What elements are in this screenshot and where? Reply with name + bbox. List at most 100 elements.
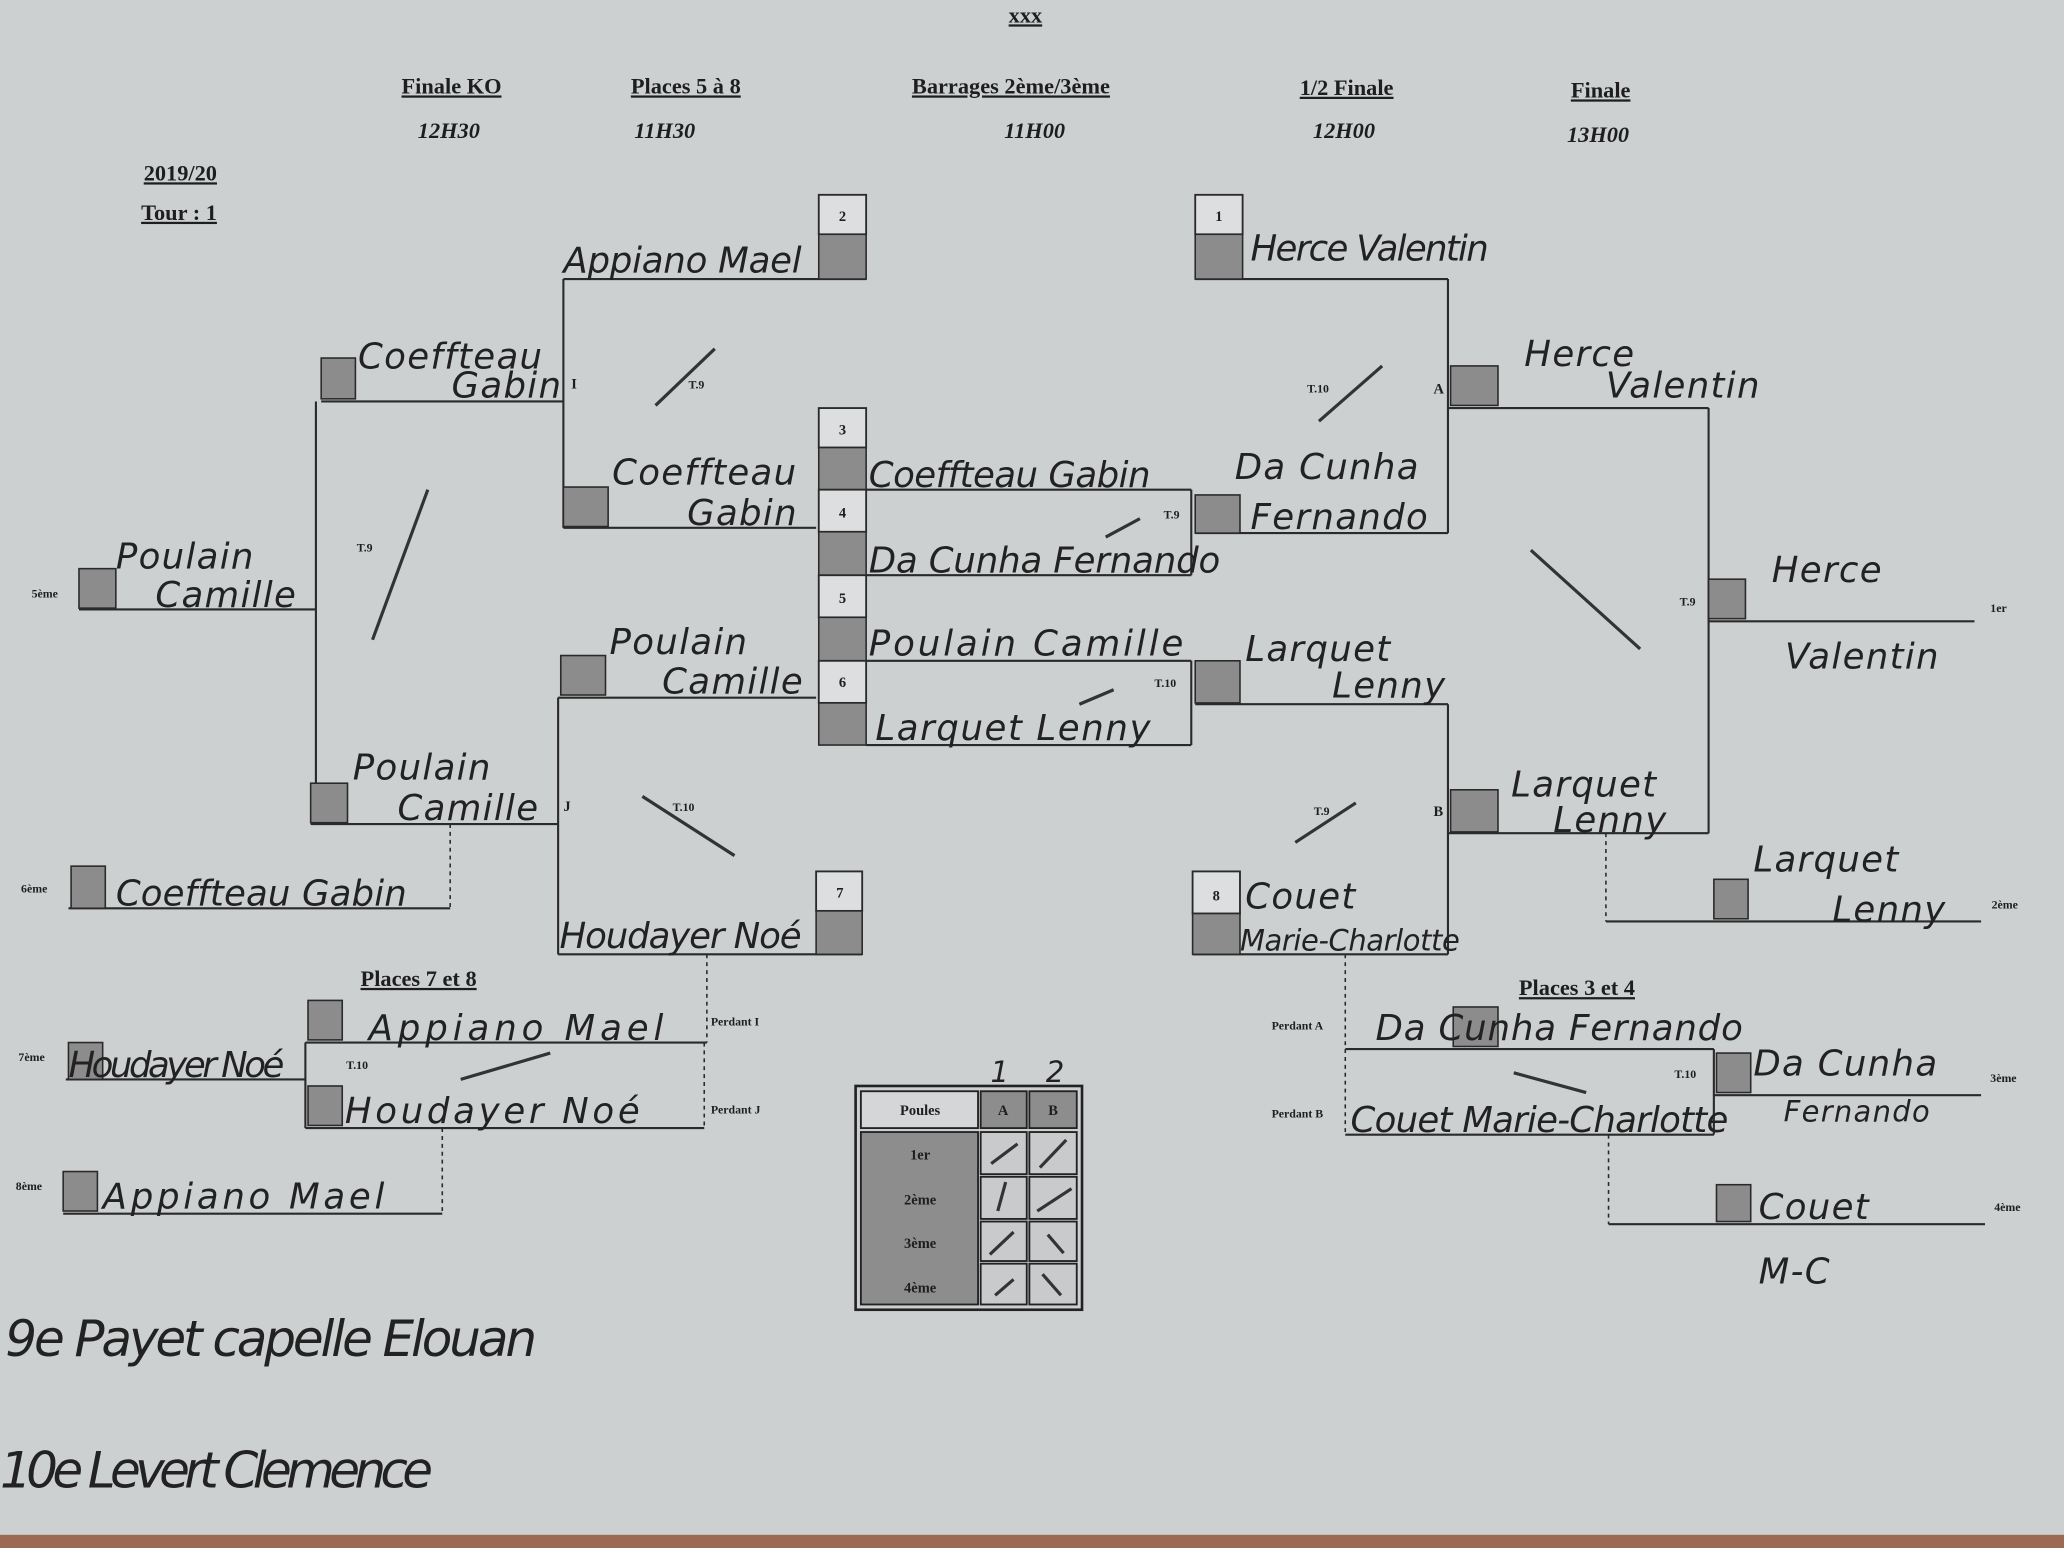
player-name: Houdayer Noé [345,1091,641,1132]
place-label: 6ème [21,881,47,895]
ninth-place-note: 9e Payet capelle Elouan [5,1310,538,1368]
slot-number: 1 [1215,209,1222,225]
player-name: Poulain [116,537,255,578]
left-bracket-lines [63,278,1193,1215]
player-name: Poulain [353,747,492,788]
table-label: T.9 [1314,804,1330,818]
column-time: 11H00 [1004,118,1065,143]
player-name: Houdayer Noé [559,916,803,957]
slot-box-4: 4 [817,488,868,577]
slot-number: 5 [839,591,846,607]
poule-rank: 1er [910,1148,931,1164]
sheet-title: xxx [1009,2,1043,27]
player-name: Gabin [452,366,563,407]
column-header: Places 5 à 8 [631,73,741,98]
player-name: Larquet Lenny [875,708,1151,749]
loser-label: Perdant I [711,1014,760,1028]
round: Tour : 1 [141,200,217,225]
column-time: 13H00 [1567,122,1629,147]
slot-box-1: 1 [1194,193,1244,280]
player-name: Da Cunha Fernando [869,541,1222,582]
slot-box-8: 8 [1191,870,1241,956]
column-time: 12H00 [1313,118,1375,143]
poule-group-number: 2 [1046,1055,1066,1089]
match-label-j: J [563,799,570,815]
player-name: Camille [155,575,297,616]
player-name: Couet Marie-Charlotte [1351,1100,1730,1141]
column-time: 11H30 [634,118,695,143]
match-label-i: I [571,376,577,392]
table-label: T.9 [1164,508,1180,522]
slot-box-6: 6 [817,659,868,746]
match-label-a: A [1433,382,1444,398]
column-header: Barrages 2ème/3ème [912,73,1110,98]
player-name: Camille [662,662,804,703]
column-header: Finale [1571,77,1631,102]
player-name: Lenny [1332,666,1446,707]
place-label: 4ème [1994,1200,2020,1214]
table-label: T.10 [1674,1067,1696,1081]
slot-number: 7 [836,886,843,902]
place-label: 7ème [18,1050,44,1064]
table-label: T.10 [673,800,695,814]
slot-number: 6 [839,675,846,691]
player-name: Appiano Mael [101,1176,386,1217]
player-name: Fernando [1784,1095,1931,1129]
slot-number: 4 [839,505,846,521]
section-title-places-7-8: Places 7 et 8 [361,966,477,991]
table-edge [0,1534,2064,1548]
handwritten-entries: Appiano Mael Coeffteau Gabin Poulain Cam… [0,229,1946,1500]
column-time: 12H30 [418,118,480,143]
player-name: Fernando [1251,497,1430,538]
tenth-place-note: 10e Levert Clemence [0,1441,434,1499]
loser-label: Perdant J [711,1103,761,1117]
player-name: Appiano Mael [367,1008,665,1049]
poule-strike-marks [988,1138,1073,1297]
player-name: Valentin [1785,637,1940,678]
place-label: 8ème [16,1179,42,1193]
slot-box-2: 2 [817,193,868,280]
player-name: Herce [1524,334,1635,375]
season: 2019/20 [144,160,217,185]
player-name: Houdayer Noé [68,1045,285,1086]
slot-box-5: 5 [817,574,868,662]
slot-number: 2 [839,209,846,225]
place-label: 1er [1990,601,2006,615]
poule-group-number: 1 [991,1055,1011,1089]
table-label: T.9 [688,377,704,391]
section-title-places-3-4: Places 3 et 4 [1519,975,1635,1000]
player-name: Valentin [1606,366,1761,407]
loser-label: Perdant B [1272,1107,1324,1121]
player-name: Herce [1772,550,1883,591]
player-name: Larquet [1511,764,1658,805]
slot-box-3: 3 [817,407,868,491]
player-name: Larquet [1753,839,1900,880]
player-name: Da Cunha [1753,1043,1938,1084]
score-boxes [62,357,1752,1223]
table-label: T.10 [1307,381,1329,395]
player-name: M-C [1759,1251,1831,1292]
table-label: T.9 [1680,595,1696,609]
player-name: Couet [1759,1187,1871,1228]
player-name: Lenny [1832,889,1946,930]
table-label: T.10 [1154,676,1176,690]
player-name: Camille [398,788,540,829]
table-label: T.9 [357,541,373,555]
player-name: Couet [1245,876,1357,917]
right-bracket-lines [1192,278,1986,1226]
loser-label: Perdant A [1272,1018,1324,1032]
player-name: Poulain Camille [869,624,1185,665]
poule-rank: 4ème [904,1281,937,1297]
poules-header: Poules [900,1103,941,1119]
poule-group: B [1048,1103,1058,1119]
player-name: Herce Valentin [1251,229,1491,270]
column-header: 1/2 Finale [1300,75,1394,100]
match-label-b: B [1433,804,1443,820]
player-name: Da Cunha Fernando [1376,1008,1745,1049]
place-label: 5ème [32,587,58,601]
slot-number: 3 [839,422,846,438]
score-strike-marks [371,347,1642,1095]
player-name: Marie-Charlotte [1240,923,1461,957]
slot-number: 8 [1213,888,1220,904]
